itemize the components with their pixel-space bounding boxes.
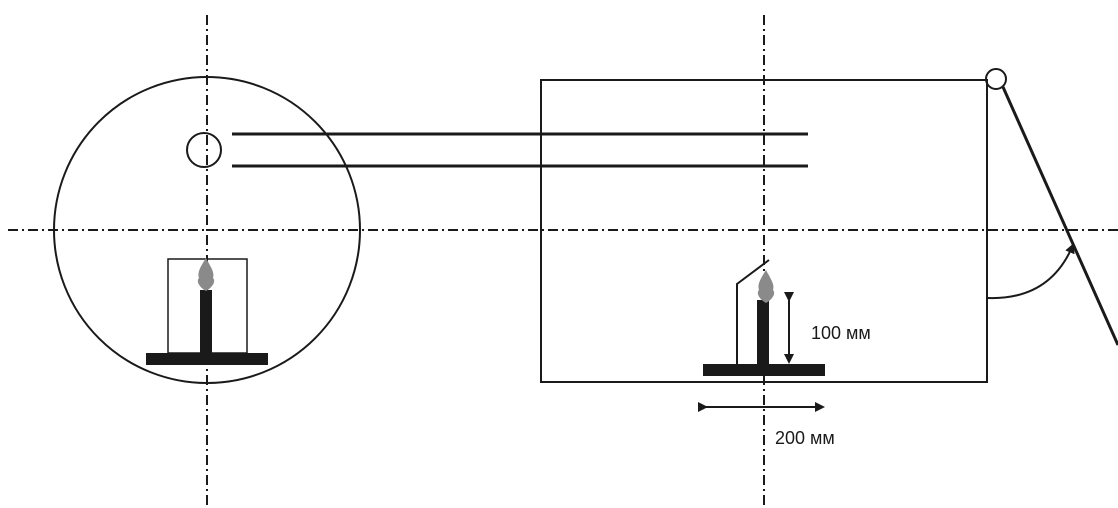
front-view: 100 мм 200 мм bbox=[540, 79, 988, 448]
shield-plate-right bbox=[736, 259, 770, 364]
chamber-rectangle bbox=[540, 79, 988, 383]
burner-stem-right bbox=[757, 300, 769, 364]
side-view bbox=[53, 76, 361, 384]
burner-base-right bbox=[703, 364, 825, 376]
chamber-circle bbox=[53, 76, 361, 384]
burner-base-left bbox=[146, 353, 268, 365]
angle-arc bbox=[987, 243, 1075, 300]
flame-right bbox=[757, 270, 775, 303]
pivot-circle bbox=[985, 68, 1007, 90]
flame-left bbox=[197, 258, 215, 291]
height-dimension-label: 100 мм bbox=[811, 323, 871, 343]
width-dimension-label: 200 мм bbox=[775, 428, 835, 448]
pivot-arm bbox=[985, 68, 1118, 346]
burner-stem-left bbox=[200, 290, 212, 353]
inclined-rod bbox=[1001, 86, 1118, 346]
pipe-section-circle bbox=[186, 132, 222, 168]
